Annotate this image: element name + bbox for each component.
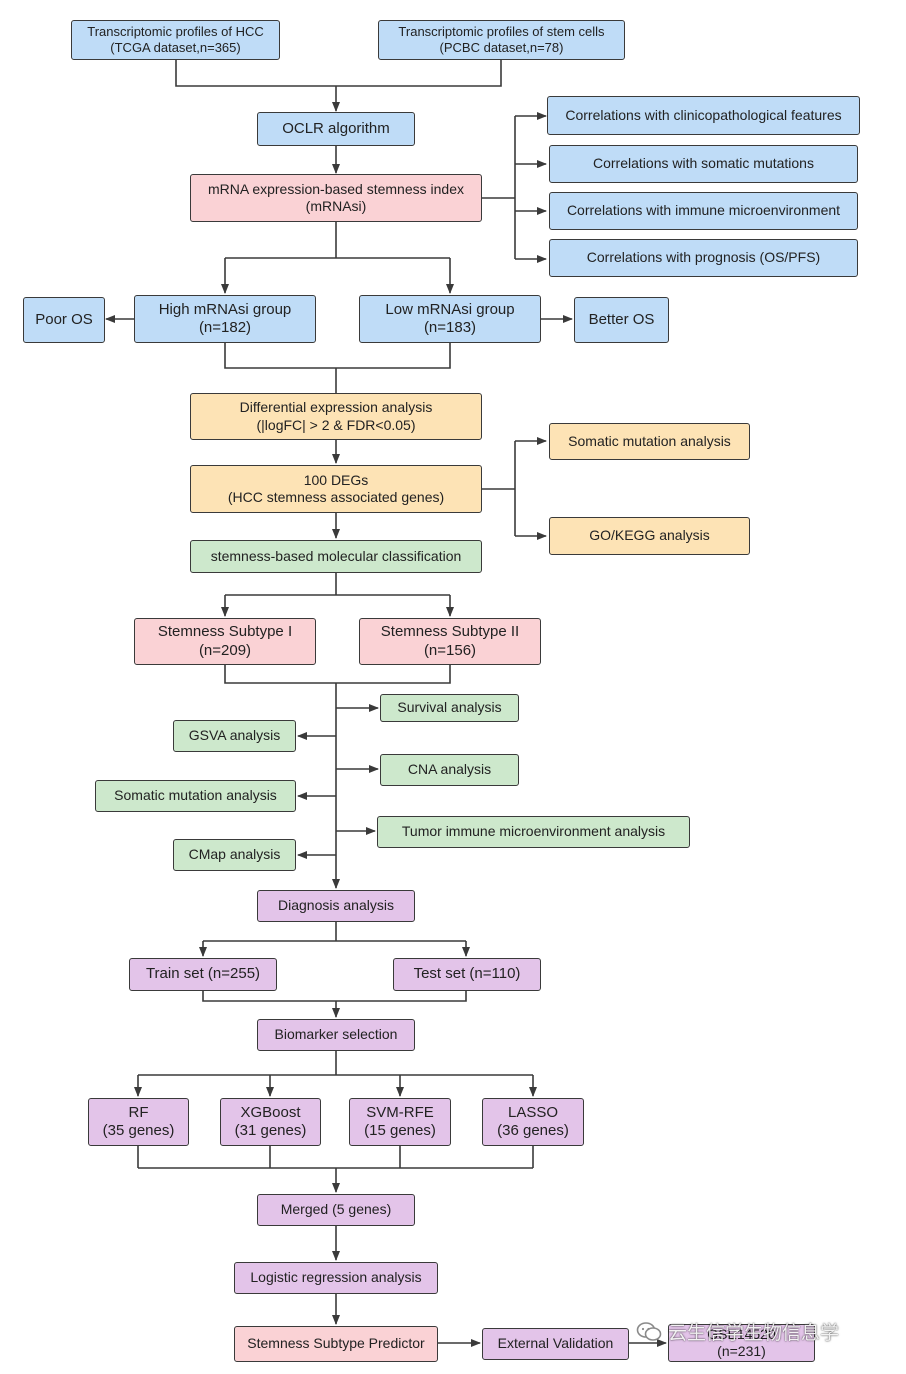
subtype-predictor-label: Stemness Subtype Predictor	[247, 1335, 425, 1352]
merged-genes-box: Merged (5 genes)	[257, 1194, 415, 1226]
high-mrnasi-group-box: High mRNAsi group (n=182)	[134, 295, 316, 343]
degs-box: 100 DEGs (HCC stemness associated genes)	[190, 465, 482, 513]
validation-dataset-box: GSE14520 (n=231)	[668, 1324, 815, 1362]
low-mrnasi-group-count: (n=183)	[423, 319, 477, 336]
diagnosis-analysis-box: Diagnosis analysis	[257, 890, 415, 922]
external-validation-label: External Validation	[497, 1335, 614, 1352]
biomarker-selection-box: Biomarker selection	[257, 1019, 415, 1051]
xgboost-box: XGBoost (31 genes)	[220, 1098, 321, 1146]
subtype-one-count: (n=209)	[198, 641, 252, 659]
cmap-analysis-label: CMap analysis	[188, 846, 281, 863]
logistic-regression-box: Logistic regression analysis	[234, 1262, 438, 1294]
molecular-classification-label: stemness-based molecular classification	[210, 547, 462, 564]
watermark: 云生信学生物信息学	[636, 1318, 839, 1345]
test-set-label: Test set (n=110)	[413, 965, 521, 983]
correlation-immune-label: Correlations with immune microenvironmen…	[566, 202, 841, 219]
correlation-somatic-mutations-box: Correlations with somatic mutations	[549, 145, 858, 183]
differential-expression-criteria: (|logFC| > 2 & FDR<0.05)	[256, 416, 416, 433]
input-hcc-dataset: (TCGA dataset,n=365)	[110, 40, 241, 55]
mrnasi-box: mRNA expression-based stemness index (mR…	[190, 174, 482, 222]
diagnosis-analysis-label: Diagnosis analysis	[278, 897, 394, 914]
better-os-label: Better OS	[588, 310, 655, 328]
subtype-somatic-mutation-box: Somatic mutation analysis	[95, 780, 296, 812]
subtype-one-box: Stemness Subtype I (n=209)	[134, 618, 316, 665]
cna-analysis-box: CNA analysis	[380, 754, 519, 786]
degs-description: (HCC stemness associated genes)	[227, 489, 445, 505]
degs-count: 100 DEGs	[303, 471, 369, 488]
go-kegg-box: GO/KEGG analysis	[549, 517, 750, 555]
tumor-immune-label: Tumor immune microenvironment analysis	[401, 823, 666, 840]
correlation-somatic-mutations-label: Correlations with somatic mutations	[593, 155, 814, 172]
subtype-two-count: (n=156)	[423, 641, 477, 659]
high-mrnasi-group-label: High mRNAsi group	[158, 300, 292, 318]
input-hcc-box: Transcriptomic profiles of HCC (TCGA dat…	[71, 20, 280, 60]
svm-rfe-box: SVM-RFE (15 genes)	[349, 1098, 451, 1146]
survival-analysis-box: Survival analysis	[380, 694, 519, 722]
correlation-immune-box: Correlations with immune microenvironmen…	[549, 192, 858, 230]
lasso-box: LASSO (36 genes)	[482, 1098, 584, 1146]
tumor-immune-box: Tumor immune microenvironment analysis	[377, 816, 690, 848]
poor-os-box: Poor OS	[23, 297, 105, 343]
oclr-algorithm-box: OCLR algorithm	[257, 112, 415, 146]
logistic-regression-label: Logistic regression analysis	[250, 1269, 422, 1286]
validation-dataset-name: GSE14520	[707, 1325, 776, 1342]
differential-expression-title: Differential expression analysis	[239, 399, 433, 416]
correlation-clinicopathological-box: Correlations with clinicopathological fe…	[547, 96, 860, 135]
validation-dataset-count: (n=231)	[717, 1343, 766, 1359]
svm-rfe-label: SVM-RFE	[366, 1103, 434, 1121]
gsva-analysis-label: GSVA analysis	[188, 727, 281, 744]
watermark-text: 云生信学生物信息学	[668, 1323, 840, 1344]
gsva-analysis-box: GSVA analysis	[173, 720, 296, 752]
cna-analysis-label: CNA analysis	[407, 761, 492, 778]
train-set-label: Train set (n=255)	[145, 965, 261, 983]
xgboost-genes: (31 genes)	[234, 1122, 307, 1139]
molecular-classification-box: stemness-based molecular classification	[190, 540, 482, 573]
survival-analysis-label: Survival analysis	[397, 699, 502, 716]
rf-box: RF (35 genes)	[88, 1098, 189, 1146]
input-stemcells-dataset: (PCBC dataset,n=78)	[439, 40, 564, 55]
subtype-one-label: Stemness Subtype I	[157, 623, 293, 641]
mrnasi-abbrev: (mRNAsi)	[305, 198, 367, 214]
differential-expression-box: Differential expression analysis (|logFC…	[190, 393, 482, 440]
lasso-label: LASSO	[507, 1103, 559, 1121]
input-stemcells-box: Transcriptomic profiles of stem cells (P…	[378, 20, 625, 60]
low-mrnasi-group-box: Low mRNAsi group (n=183)	[359, 295, 541, 343]
test-set-box: Test set (n=110)	[393, 958, 541, 991]
lasso-genes: (36 genes)	[497, 1122, 569, 1139]
xgboost-label: XGBoost	[240, 1103, 301, 1121]
subtype-predictor-box: Stemness Subtype Predictor	[234, 1326, 438, 1362]
oclr-algorithm-label: OCLR algorithm	[282, 119, 390, 137]
train-set-box: Train set (n=255)	[129, 958, 277, 991]
correlation-prognosis-label: Correlations with prognosis (OS/PFS)	[586, 249, 821, 266]
subtype-somatic-mutation-label: Somatic mutation analysis	[114, 787, 277, 804]
mrnasi-title: mRNA expression-based stemness index	[207, 180, 464, 197]
deg-somatic-mutation-box: Somatic mutation analysis	[549, 423, 750, 460]
merged-genes-label: Merged (5 genes)	[280, 1201, 392, 1218]
subtype-two-label: Stemness Subtype II	[380, 623, 520, 641]
cmap-analysis-box: CMap analysis	[173, 839, 296, 871]
high-mrnasi-group-count: (n=182)	[198, 319, 252, 336]
go-kegg-label: GO/KEGG analysis	[589, 527, 710, 544]
external-validation-box: External Validation	[482, 1328, 629, 1360]
input-hcc-title: Transcriptomic profiles of HCC	[87, 24, 264, 40]
better-os-box: Better OS	[574, 297, 669, 343]
svm-rfe-genes: (15 genes)	[364, 1122, 436, 1139]
rf-label: RF	[128, 1103, 149, 1121]
poor-os-label: Poor OS	[35, 310, 93, 328]
correlation-clinicopathological-label: Correlations with clinicopathological fe…	[565, 106, 842, 123]
low-mrnasi-group-label: Low mRNAsi group	[385, 300, 515, 318]
input-stemcells-title: Transcriptomic profiles of stem cells	[398, 24, 605, 40]
biomarker-selection-label: Biomarker selection	[274, 1026, 398, 1043]
subtype-two-box: Stemness Subtype II (n=156)	[359, 618, 541, 665]
rf-genes: (35 genes)	[102, 1122, 175, 1139]
deg-somatic-mutation-label: Somatic mutation analysis	[568, 432, 731, 449]
wechat-icon	[636, 1321, 662, 1341]
correlation-prognosis-box: Correlations with prognosis (OS/PFS)	[549, 239, 858, 277]
